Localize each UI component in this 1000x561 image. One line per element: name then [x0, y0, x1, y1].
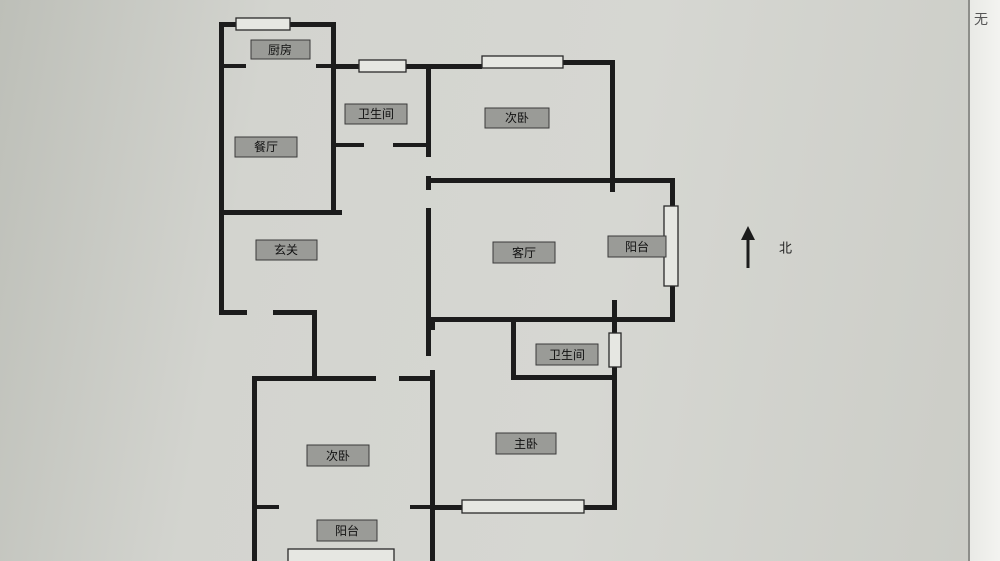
room-label-living: 客厅 [492, 241, 556, 264]
wall-master-west-top [430, 322, 435, 330]
room-label-dining-text: 餐厅 [254, 139, 278, 154]
room-label-bedroom-north-text: 次卧 [505, 111, 529, 125]
wall-swbed-balcony-b [410, 505, 435, 509]
wall-top-bath-b [406, 64, 482, 69]
window-master-south [461, 499, 585, 514]
room-label-master-text: 主卧 [514, 437, 538, 451]
wall-bath-south-b [393, 143, 431, 147]
wall-swbed-balcony-a [257, 505, 279, 509]
room-label-kitchen: 厨房 [250, 39, 311, 60]
room-label-master: 主卧 [495, 432, 557, 455]
wall-kitchen-dining-a [224, 64, 246, 68]
wall-master-west [430, 370, 435, 561]
wall-bath-south-a [336, 143, 364, 147]
wall-living-south [426, 317, 675, 322]
wall-balcony-stub [612, 300, 617, 322]
window-edge-text: 无 [974, 12, 988, 28]
room-label-kitchen-text: 厨房 [268, 42, 292, 57]
window-right-edge: 无 [968, 0, 1000, 561]
room-label-balcony-south-text: 阳台 [335, 523, 359, 538]
windows [235, 17, 679, 561]
wall-entrance-south-c [312, 310, 317, 380]
wall-master-south-b [583, 505, 617, 510]
room-label-bathroom-north: 卫生间 [344, 103, 408, 125]
wall-living-north [426, 178, 674, 183]
wall-swbed-north-a [252, 376, 376, 381]
wall-bath-bed [426, 64, 431, 157]
wall-swbed-west [252, 376, 257, 561]
room-label-entrance: 玄关 [255, 239, 318, 261]
room-label-balcony-east-text: 阳台 [625, 239, 649, 254]
wall-top-bath-a [336, 64, 360, 69]
walls [219, 22, 675, 561]
wall-swbed-north-b [399, 376, 435, 381]
wall-kitchen-east [331, 22, 336, 212]
wall-top-mid [289, 22, 335, 27]
wall-top-bed [562, 60, 614, 65]
wall-entrance-south-b [273, 310, 317, 315]
wall-west [219, 22, 224, 313]
room-label-entrance-text: 玄关 [274, 242, 298, 257]
north-label: 北 [779, 242, 792, 257]
wall-entrance-south-a [219, 310, 247, 315]
room-label-bathroom-north-text: 卫生间 [358, 107, 394, 121]
room-label-bedroom-north: 次卧 [484, 107, 550, 129]
wall-master-east [612, 366, 617, 510]
room-label-bathroom-south: 卫生间 [535, 343, 599, 366]
wall-master-south-a [435, 505, 463, 510]
window-swbed-south [287, 548, 395, 561]
room-label-bedroom-sw: 次卧 [306, 444, 370, 467]
north-arrow-icon [741, 226, 755, 268]
room-label-balcony-east: 阳台 [607, 235, 667, 258]
room-labels: 厨房 餐厅 卫生间 次卧 玄关 客厅 阳台 卫生间 [234, 39, 667, 542]
window-bedroom-north [481, 55, 564, 69]
window-bath-south [608, 332, 622, 368]
wall-living-e-a [670, 178, 675, 206]
wall-living-w-b [426, 208, 431, 356]
window-kitchen [235, 17, 291, 31]
wall-dining-south [224, 210, 342, 215]
window-bath-north [358, 59, 407, 73]
room-label-bathroom-south-text: 卫生间 [549, 348, 585, 362]
wall-sbath-south [511, 375, 617, 380]
room-label-balcony-south: 阳台 [316, 519, 378, 542]
wall-sbath-east-a [612, 322, 617, 334]
wall-top-left [219, 22, 237, 27]
room-label-bedroom-sw-text: 次卧 [326, 449, 350, 463]
wall-bed-east [610, 60, 615, 192]
wall-kitchen-dining-b [316, 64, 336, 68]
room-label-dining: 餐厅 [234, 136, 298, 158]
room-label-living-text: 客厅 [512, 245, 536, 260]
wall-sbath-west [511, 322, 516, 380]
wall-living-e-b [670, 286, 675, 322]
